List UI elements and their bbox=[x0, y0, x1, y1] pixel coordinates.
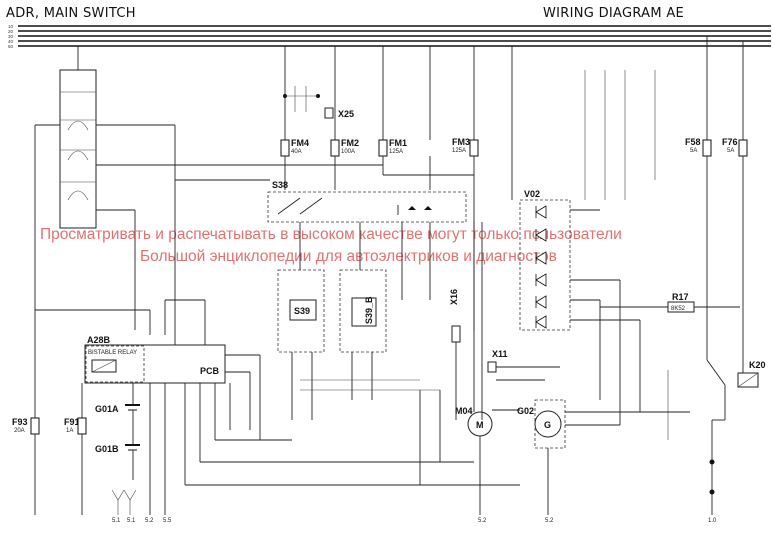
s39b-label: S39_B bbox=[364, 296, 374, 324]
a28b-label: A28B bbox=[87, 335, 111, 345]
fm2-label: FM2 bbox=[341, 138, 359, 148]
fuse-fm1: FM1 125A bbox=[378, 138, 407, 157]
v02-rectifier: V02 bbox=[511, 46, 656, 331]
x16-label: X16 bbox=[449, 289, 459, 305]
r17-rating: 8K52 bbox=[671, 306, 686, 312]
s39-label: S39 bbox=[294, 306, 310, 316]
f91-label: F91 bbox=[64, 417, 80, 427]
r17-label: R17 bbox=[672, 292, 689, 302]
s39-switch: S39 bbox=[277, 222, 325, 420]
f91-rating: 1A bbox=[66, 428, 73, 434]
k20-relay: K20 bbox=[667, 330, 766, 515]
battery-g01a: G01A bbox=[95, 383, 140, 414]
fuse-f91: F91 1A bbox=[64, 383, 87, 515]
fuse-f58: F58 5A bbox=[685, 36, 712, 157]
bistable-relay-label: BISTABLE RELAY bbox=[88, 350, 137, 356]
watermark: Просматривать и распечатывать в высоком … bbox=[40, 226, 622, 265]
r17-resistor: R17 8K52 bbox=[600, 156, 744, 360]
bus-label: 50 bbox=[8, 44, 14, 49]
fuse-fm2: FM2 100A bbox=[330, 138, 359, 157]
x25-label: X25 bbox=[338, 109, 354, 119]
watermark-line1: Просматривать и распечатывать в высоком … bbox=[40, 226, 622, 243]
s39-b-switch: S39_B bbox=[339, 222, 387, 400]
f93-label: F93 bbox=[12, 417, 28, 427]
fm4-rating: 40A bbox=[291, 149, 302, 155]
bus-label: 30 bbox=[8, 34, 14, 39]
f58-label: F58 bbox=[685, 137, 701, 147]
s38-label: S38 bbox=[272, 180, 288, 190]
battery-g01b: G01B bbox=[95, 383, 166, 515]
ground-label: 5.2 bbox=[545, 518, 554, 524]
fm2-rating: 100A bbox=[341, 149, 355, 155]
s38-switch: S38 bbox=[267, 180, 467, 223]
ground-label: 5.1 bbox=[112, 518, 121, 524]
fm1-label: FM1 bbox=[389, 138, 407, 148]
fuse-fm4: FM4 40A bbox=[280, 138, 309, 157]
bus-label: 10 bbox=[8, 24, 14, 29]
fuse-f93: F93 20A bbox=[12, 310, 40, 515]
f58-rating: 5A bbox=[690, 148, 697, 154]
x11-label: X11 bbox=[492, 349, 508, 359]
watermark-line2: Большой энциклопедии для автоэлектриков … bbox=[140, 248, 557, 265]
bus-label: 20 bbox=[8, 29, 14, 34]
g01b-label: G01B bbox=[95, 444, 119, 454]
bus-label: 40 bbox=[8, 39, 14, 44]
m04-label: M04 bbox=[455, 406, 473, 416]
main-switch-block bbox=[34, 46, 270, 335]
diagram-subtitle: WIRING DIAGRAM AE bbox=[543, 6, 684, 21]
f76-label: F76 bbox=[722, 137, 738, 147]
a28b-module: A28B BISTABLE RELAY PCB bbox=[84, 180, 520, 486]
ground-terminals: 5.1 5.1 5.2 5.5 5.2 5.2 1.0 bbox=[111, 489, 717, 524]
fm3-label: FM3 bbox=[452, 137, 470, 147]
diagram-title: ADR, MAIN SWITCH bbox=[6, 6, 136, 21]
misc-wiring bbox=[300, 222, 441, 485]
ground-label: 1.0 bbox=[708, 518, 717, 524]
v02-label: V02 bbox=[524, 189, 540, 199]
g02-alternator: G02 G bbox=[517, 280, 690, 515]
g02-label: G02 bbox=[517, 406, 534, 416]
f93-rating: 20A bbox=[14, 428, 25, 434]
ground-label: 5.5 bbox=[163, 518, 172, 524]
x11-connector: X11 bbox=[487, 349, 560, 381]
fuse-column-top: X25 bbox=[283, 46, 475, 140]
g01a-label: G01A bbox=[95, 404, 119, 414]
k20-label: K20 bbox=[749, 360, 766, 370]
g02-symbol: G bbox=[544, 420, 551, 430]
fuse-fm3: FM3 125A bbox=[452, 137, 479, 157]
ground-label: 5.1 bbox=[127, 518, 136, 524]
f76-rating: 5A bbox=[727, 148, 734, 154]
bus-rails: 10 20 30 40 50 bbox=[8, 24, 771, 49]
m04-symbol: M bbox=[476, 420, 484, 430]
fm4-label: FM4 bbox=[291, 138, 309, 148]
x16-connector: X16 bbox=[449, 222, 483, 420]
fm3-rating: 125A bbox=[452, 148, 466, 154]
pcb-label: PCB bbox=[200, 366, 220, 376]
fm1-rating: 125A bbox=[389, 149, 403, 155]
fuse-f76: F76 5A bbox=[722, 41, 748, 157]
ground-label: 5.2 bbox=[145, 518, 154, 524]
ground-label: 5.2 bbox=[478, 518, 487, 524]
m04-motor: M04 M bbox=[455, 330, 520, 515]
